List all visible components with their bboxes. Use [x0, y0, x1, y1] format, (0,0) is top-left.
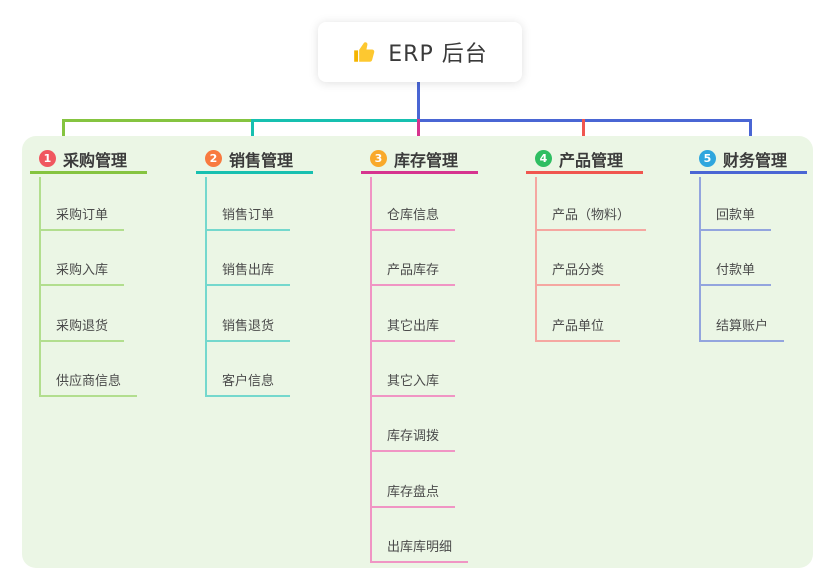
branch-sales-management: 2 销售管理 销售订单 销售出库 销售退货 客户信息 — [196, 146, 313, 397]
bus-line-segment — [251, 119, 418, 122]
child-node[interactable]: 付款单 — [699, 262, 772, 286]
branch-label: 财务管理 — [723, 150, 788, 170]
child-node[interactable]: 客户信息 — [205, 373, 291, 397]
child-node[interactable]: 销售退货 — [205, 318, 291, 342]
branch-heading[interactable]: 1 采购管理 — [30, 146, 147, 174]
child-node[interactable]: 结算账户 — [699, 318, 785, 342]
root-label: ERP 后台 — [388, 42, 488, 67]
branch-number-badge: 5 — [699, 150, 716, 167]
root-connector-line — [417, 82, 420, 119]
child-node[interactable]: 采购订单 — [39, 207, 125, 231]
branch-drop-line — [749, 119, 752, 144]
branch-label: 销售管理 — [229, 150, 294, 170]
child-node[interactable]: 库存调拨 — [370, 428, 456, 452]
branch-drop-line — [62, 119, 65, 144]
branch-number-badge: 2 — [205, 150, 222, 167]
child-node[interactable]: 出库库明细 — [370, 539, 469, 563]
branch-connector-line — [39, 177, 41, 397]
child-node[interactable]: 采购入库 — [39, 262, 125, 286]
branch-connector-line — [205, 177, 207, 397]
branch-purchase-management: 1 采购管理 采购订单 采购入库 采购退货 供应商信息 — [30, 146, 147, 397]
branch-connector-line — [699, 177, 701, 342]
child-node[interactable]: 库存盘点 — [370, 484, 456, 508]
branch-connector-line — [370, 177, 372, 563]
branch-label: 采购管理 — [63, 150, 128, 170]
child-node[interactable]: 回款单 — [699, 207, 772, 231]
branch-heading[interactable]: 2 销售管理 — [196, 146, 313, 174]
child-node[interactable]: 采购退货 — [39, 318, 125, 342]
branch-connector-line — [535, 177, 537, 342]
branch-heading[interactable]: 3 库存管理 — [361, 146, 478, 174]
branch-heading[interactable]: 4 产品管理 — [526, 146, 643, 174]
branch-number-badge: 4 — [535, 150, 552, 167]
root-node[interactable]: ERP 后台 — [318, 22, 522, 82]
branch-product-management: 4 产品管理 产品（物料） 产品分类 产品单位 — [526, 146, 647, 342]
branch-number-badge: 3 — [370, 150, 387, 167]
branch-drop-line — [582, 119, 585, 144]
child-node[interactable]: 产品（物料） — [535, 207, 647, 231]
child-node[interactable]: 产品分类 — [535, 262, 621, 286]
branch-heading[interactable]: 5 财务管理 — [690, 146, 807, 174]
child-node[interactable]: 产品库存 — [370, 262, 456, 286]
branch-finance-management: 5 财务管理 回款单 付款单 结算账户 — [690, 146, 807, 342]
bus-line-segment — [62, 119, 251, 122]
child-node[interactable]: 销售订单 — [205, 207, 291, 231]
child-node[interactable]: 供应商信息 — [39, 373, 138, 397]
child-node[interactable]: 其它入库 — [370, 373, 456, 397]
branch-number-badge: 1 — [39, 150, 56, 167]
child-node[interactable]: 仓库信息 — [370, 207, 456, 231]
branches-panel — [22, 136, 813, 568]
branch-label: 产品管理 — [559, 150, 624, 170]
child-node[interactable]: 销售出库 — [205, 262, 291, 286]
bus-line-segment — [418, 119, 752, 122]
thumbs-up-icon — [354, 42, 375, 62]
child-node[interactable]: 其它出库 — [370, 318, 456, 342]
branch-drop-line — [417, 119, 420, 144]
child-node[interactable]: 产品单位 — [535, 318, 621, 342]
branch-drop-line — [251, 119, 254, 144]
branch-label: 库存管理 — [394, 150, 459, 170]
branch-inventory-management: 3 库存管理 仓库信息 产品库存 其它出库 其它入库 库存调拨 库存盘点 出库库… — [361, 146, 478, 563]
